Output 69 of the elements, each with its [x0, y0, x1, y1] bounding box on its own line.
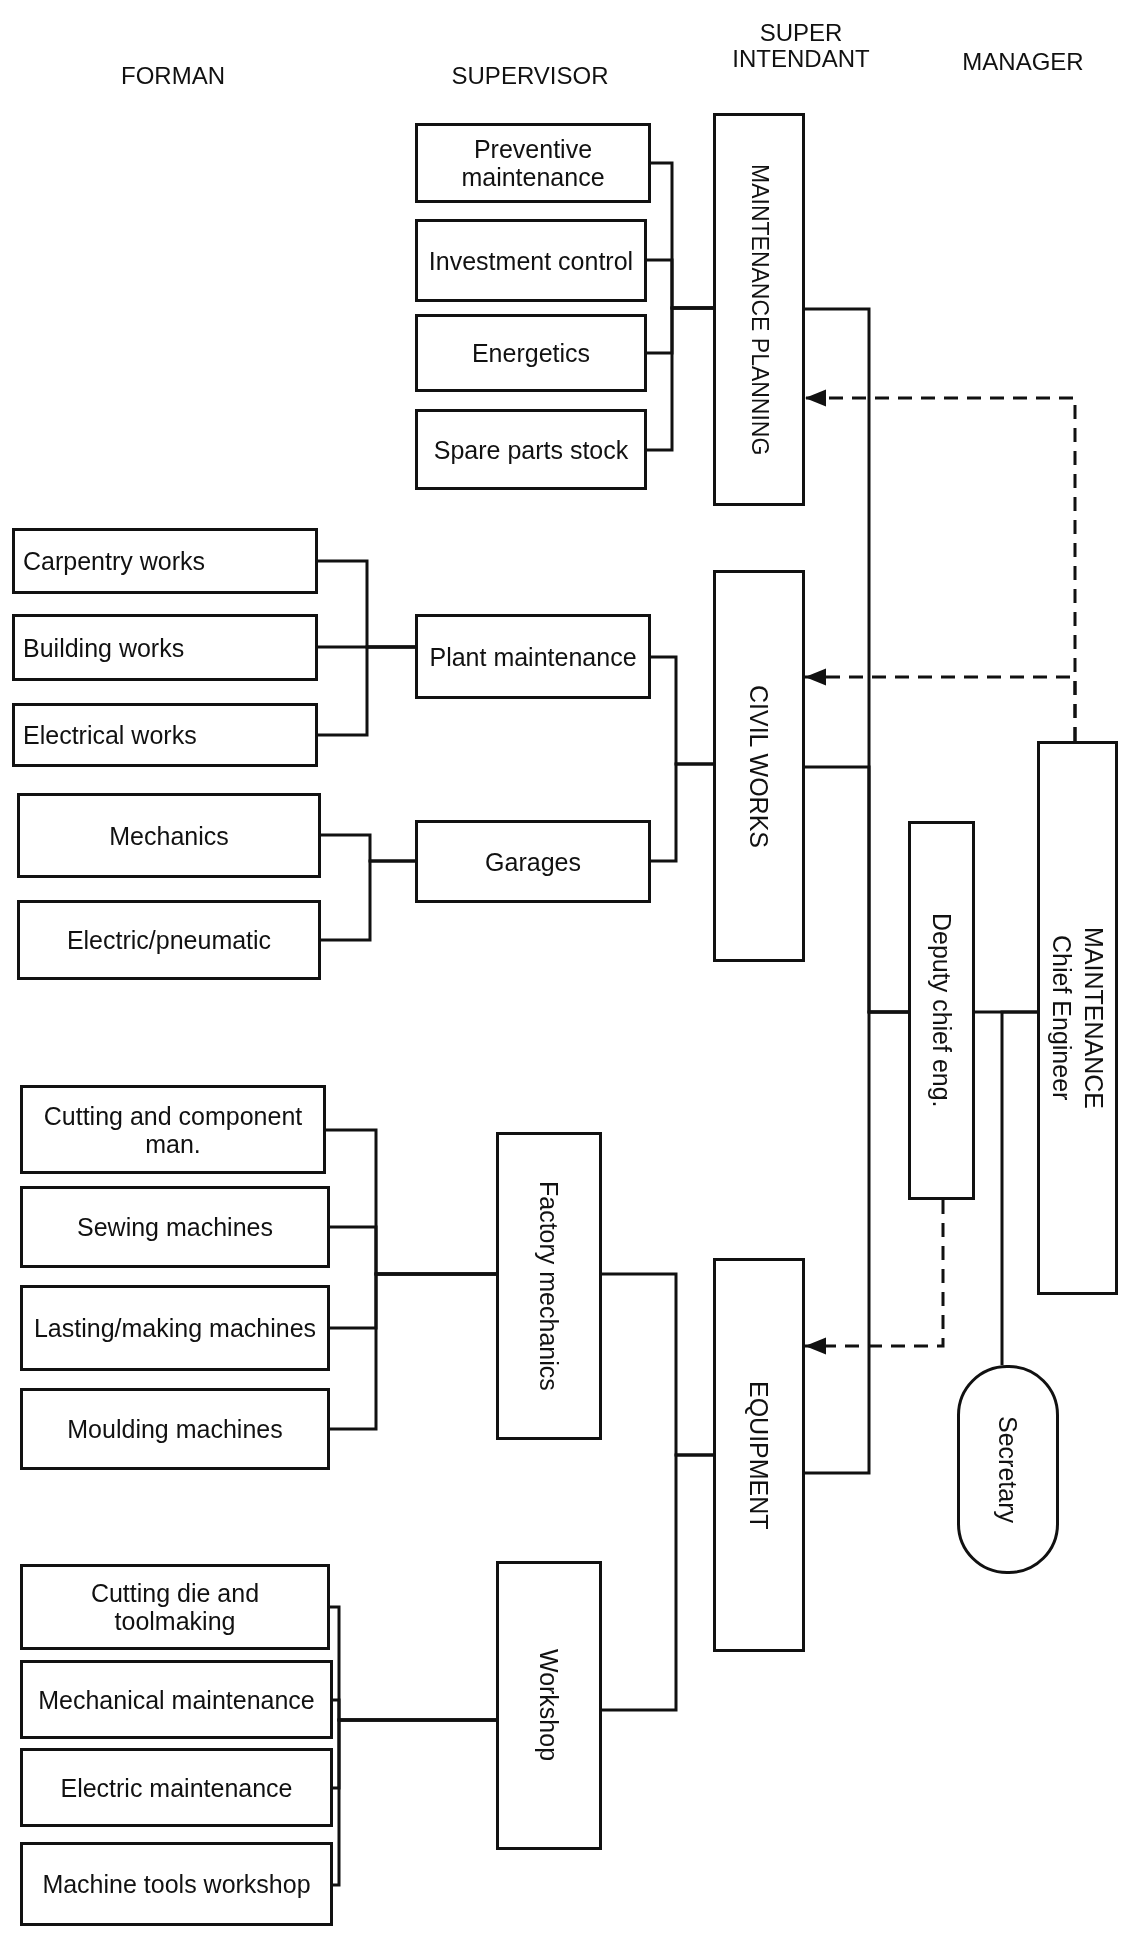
- node-label: Cutting and component man.: [42, 1101, 304, 1158]
- org-box: [12, 528, 318, 594]
- node-label: Energetics: [471, 339, 591, 367]
- node-label: Electric/pneumatic: [66, 926, 272, 954]
- org-box: [20, 1186, 330, 1268]
- connector-line: [1000, 1010, 1037, 1365]
- org-box: [496, 1561, 602, 1850]
- org-box: [12, 703, 318, 767]
- node-label: Spare parts stock: [433, 435, 629, 464]
- org-box: [415, 614, 651, 699]
- node-label: EQUIPMENT: [745, 1380, 773, 1530]
- node-label: Plant maintenance: [429, 642, 637, 671]
- node-label: Secretary: [994, 1416, 1022, 1523]
- org-box: [20, 1285, 330, 1371]
- org-box: [20, 1748, 333, 1827]
- node-label: Workshop: [535, 1649, 563, 1762]
- node-label: Moulding machines: [67, 1415, 283, 1443]
- org-box: [20, 1660, 333, 1739]
- node-label: Sewing machines: [77, 1213, 273, 1241]
- connector-line: [333, 1718, 496, 1887]
- connector-line: [805, 1010, 908, 1475]
- node-label: MAINTENANCE PLANNING: [746, 163, 772, 456]
- node-label: Factory mechanics: [535, 1181, 563, 1391]
- org-box: [713, 113, 805, 506]
- node-label: MAINTENANCE: [1079, 927, 1108, 1109]
- node-label: Mechanics: [109, 821, 229, 850]
- node-label: Investment control: [428, 246, 634, 275]
- org-box: [1037, 741, 1118, 1295]
- column-heading: SUPER INTENDANT: [731, 19, 871, 73]
- node-label: Building works: [23, 633, 185, 662]
- org-box: [908, 821, 975, 1200]
- dashed-arrow: [805, 668, 1077, 741]
- org-box: [415, 820, 651, 903]
- connector-line: [321, 859, 415, 942]
- org-box: [20, 1388, 330, 1470]
- column-heading: MANAGER: [961, 48, 1085, 76]
- org-box: [20, 1085, 326, 1174]
- node-label: Electrical works: [23, 721, 197, 749]
- org-box: [415, 409, 647, 490]
- org-box: [415, 314, 647, 392]
- org-box: [415, 219, 647, 302]
- node-label: Machine tools workshop: [42, 1870, 311, 1898]
- connector-line: [602, 1453, 713, 1712]
- node-label: Preventive maintenance: [460, 135, 606, 191]
- connector-line: [318, 645, 415, 737]
- node-label: Lasting/making machines: [33, 1314, 317, 1342]
- column-heading: SUPERVISOR: [450, 62, 610, 90]
- dashed-arrow: [805, 1200, 945, 1355]
- org-box: [713, 1258, 805, 1652]
- org-box: [496, 1132, 602, 1440]
- org-box: [12, 614, 318, 681]
- node-label: Carpentry works: [23, 547, 205, 575]
- connector-line: [330, 1272, 496, 1431]
- column-heading: FORMAN: [120, 62, 226, 90]
- node-label: Mechanical maintenance: [38, 1685, 315, 1714]
- org-box: [713, 570, 805, 962]
- org-box: [17, 793, 321, 878]
- node-label: CIVIL WORKS: [745, 684, 773, 848]
- node-label: Deputy chief eng.: [927, 913, 956, 1108]
- org-box: [20, 1564, 330, 1650]
- org-box: [20, 1842, 333, 1926]
- node-label: Chief Engineer: [1047, 935, 1076, 1101]
- connector-line: [651, 762, 713, 863]
- node-label: Garages: [485, 847, 581, 876]
- org-box: [415, 123, 651, 203]
- connector-line: [647, 306, 713, 452]
- org-box: [17, 900, 321, 980]
- node-label: Electric maintenance: [60, 1773, 293, 1802]
- node-label: Cutting die and toolmaking: [89, 1579, 261, 1635]
